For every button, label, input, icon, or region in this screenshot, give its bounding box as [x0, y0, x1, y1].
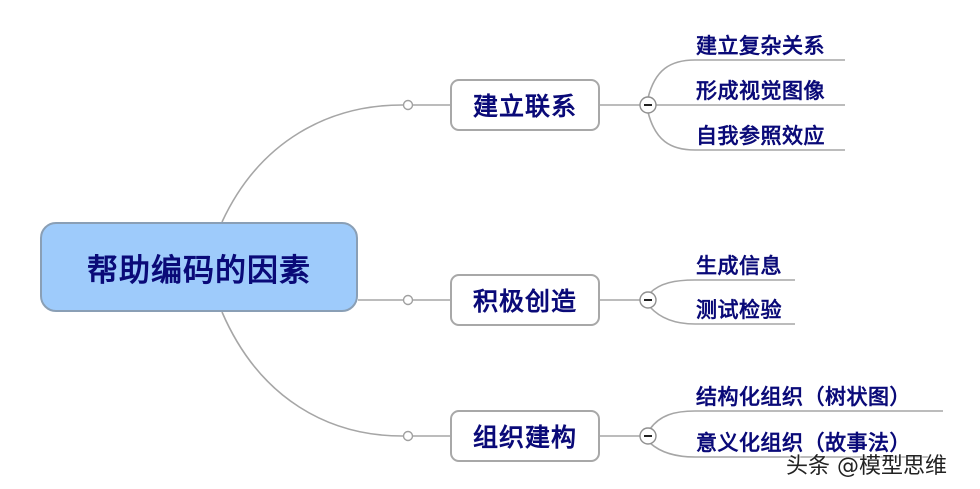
leaf-topic[interactable]: 结构化组织（树状图）	[696, 385, 911, 409]
link-leaf-2-2	[649, 306, 795, 325]
link-leaf-1-1	[647, 59, 845, 99]
connector-dot-2	[402, 294, 414, 306]
watermark: 头条 @模型思维	[786, 454, 947, 479]
branch-topic-1[interactable]: 建立联系	[450, 79, 600, 131]
link-leaf-3-2	[649, 442, 930, 458]
link-root-branch-3	[221, 311, 450, 437]
branch-topic-label: 建立联系	[472, 92, 577, 121]
collapse-toggle-2[interactable]	[639, 291, 657, 309]
leaf-topic[interactable]: 建立复杂关系	[696, 34, 825, 58]
branch-topic-label: 积极创造	[472, 287, 577, 316]
link-leaf-1-3	[647, 111, 845, 151]
root-topic-label: 帮助编码的因素	[87, 252, 311, 289]
leaf-topic[interactable]: 形成视觉图像	[696, 79, 825, 103]
connector-dot-1	[402, 99, 414, 111]
leaf-topic[interactable]: 自我参照效应	[696, 124, 825, 148]
branch-topic-2[interactable]: 积极创造	[450, 274, 600, 326]
collapse-toggle-1[interactable]	[639, 96, 657, 114]
connector-dot-3	[402, 430, 414, 442]
root-topic[interactable]: 帮助编码的因素	[40, 222, 358, 312]
leaf-topic[interactable]: 意义化组织（故事法）	[696, 431, 911, 455]
link-leaf-3-1	[649, 410, 943, 430]
link-root-branch-1	[221, 104, 450, 223]
leaf-topic[interactable]: 生成信息	[696, 254, 782, 278]
link-leaf-2-1	[649, 279, 795, 294]
collapse-toggle-3[interactable]	[639, 427, 657, 445]
branch-topic-label: 组织建构	[472, 423, 577, 452]
leaf-topic[interactable]: 测试检验	[696, 298, 782, 322]
branch-topic-3[interactable]: 组织建构	[450, 410, 600, 462]
